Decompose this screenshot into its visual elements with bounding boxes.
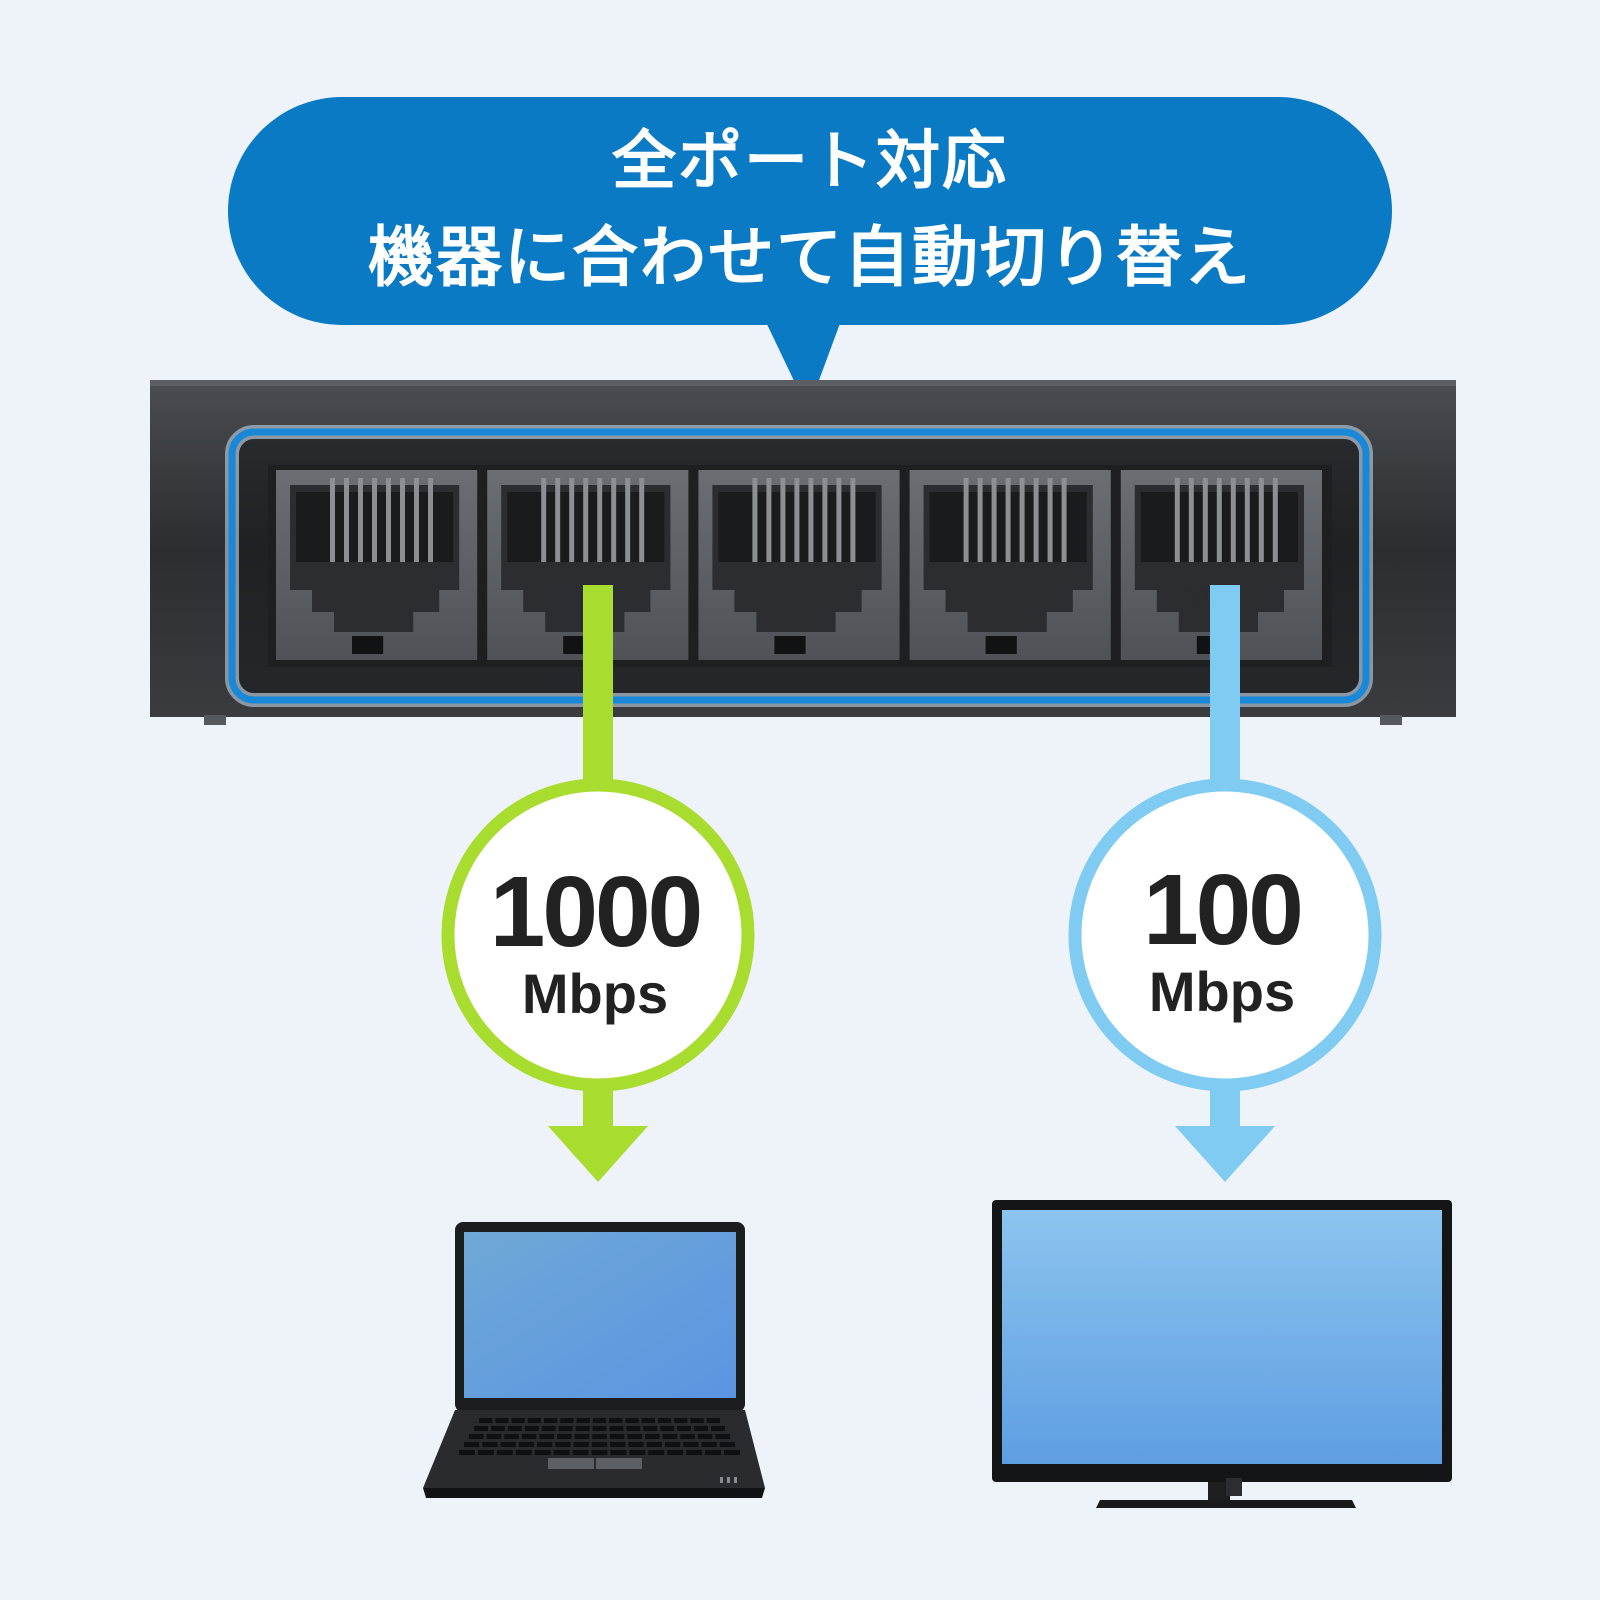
speed-unit: Mbps xyxy=(1148,960,1296,1023)
blue-link xyxy=(1068,585,1382,1182)
ethernet-port xyxy=(909,470,1111,660)
callout-line-2: 機器に合わせて自動切り替え xyxy=(368,219,1252,296)
arrow-down-icon xyxy=(1175,1126,1275,1182)
callout-bubble xyxy=(228,97,1392,410)
ethernet-port xyxy=(698,470,900,660)
speed-unit: Mbps xyxy=(521,962,669,1025)
network-switch-icon: NX xyxy=(150,380,1456,725)
port-row xyxy=(276,470,1322,660)
green-link xyxy=(441,585,755,1182)
speed-badge-100: 100 Mbps xyxy=(1072,860,1372,1022)
speed-value: 100 xyxy=(1143,854,1304,966)
speed-value: 1000 xyxy=(489,856,703,968)
laptop-icon xyxy=(423,1222,765,1498)
speed-badge-1000: 1000 Mbps xyxy=(445,862,745,1024)
ethernet-port xyxy=(487,470,689,660)
ethernet-port xyxy=(276,470,478,660)
monitor-icon xyxy=(992,1200,1452,1508)
callout-line-1: 全ポート対応 xyxy=(612,125,1008,199)
arrow-down-icon xyxy=(548,1126,648,1182)
